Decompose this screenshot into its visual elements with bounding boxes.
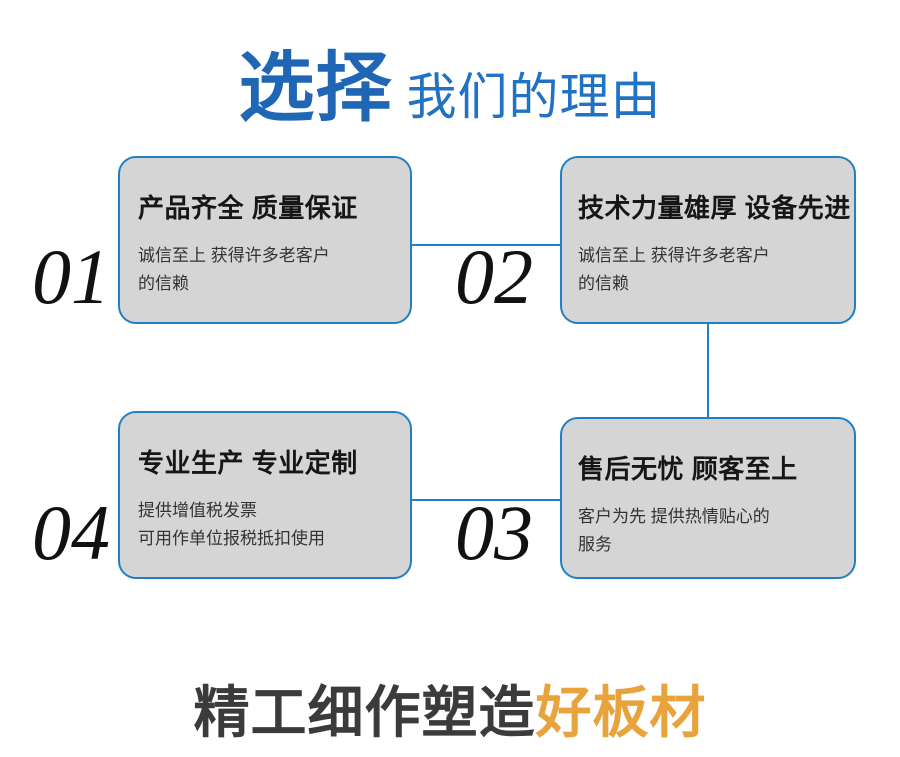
feature-card-01[interactable]: 产品齐全 质量保证 诚信至上 获得许多老客户 的信赖 — [118, 156, 412, 324]
footer-slogan-accent: 好板材 — [535, 681, 707, 744]
page-title-main: 选择 — [238, 46, 393, 131]
feature-card-02-title: 技术力量雄厚 设备先进 — [578, 193, 851, 223]
feature-card-02-number: 02 — [455, 233, 533, 320]
footer-slogan: 精工细作塑造好板材 — [0, 668, 900, 749]
feature-card-01-title: 产品齐全 质量保证 — [138, 193, 358, 223]
feature-card-02[interactable]: 技术力量雄厚 设备先进 诚信至上 获得许多老客户 的信赖 — [560, 156, 856, 324]
feature-card-03-body: 客户为先 提供热情贴心的 服务 — [578, 507, 770, 554]
feature-card-01-number: 01 — [32, 233, 110, 320]
feature-card-04-body: 提供增值税发票 可用作单位报税抵扣使用 — [138, 501, 325, 548]
feature-card-04-title: 专业生产 专业定制 — [138, 448, 358, 478]
connector-line-card01-card02 — [409, 244, 561, 246]
connector-line-card02-card03 — [707, 321, 709, 419]
page-title-sub: 我们的理由 — [406, 69, 662, 125]
feature-card-04[interactable]: 专业生产 专业定制 提供增值税发票 可用作单位报税抵扣使用 — [118, 411, 412, 579]
feature-card-03-title: 售后无忧 顾客至上 — [578, 454, 798, 484]
page-title: 选择我们的理由 — [0, 26, 900, 136]
feature-card-03[interactable]: 售后无忧 顾客至上 客户为先 提供热情贴心的 服务 — [560, 417, 856, 579]
feature-card-03-number: 03 — [455, 489, 533, 576]
feature-card-02-body: 诚信至上 获得许多老客户 的信赖 — [578, 246, 770, 293]
feature-card-04-number: 04 — [32, 489, 110, 576]
footer-slogan-dark: 精工细作塑造 — [193, 681, 536, 744]
connector-line-card04-card03 — [409, 499, 561, 501]
feature-card-01-body: 诚信至上 获得许多老客户 的信赖 — [138, 246, 330, 293]
